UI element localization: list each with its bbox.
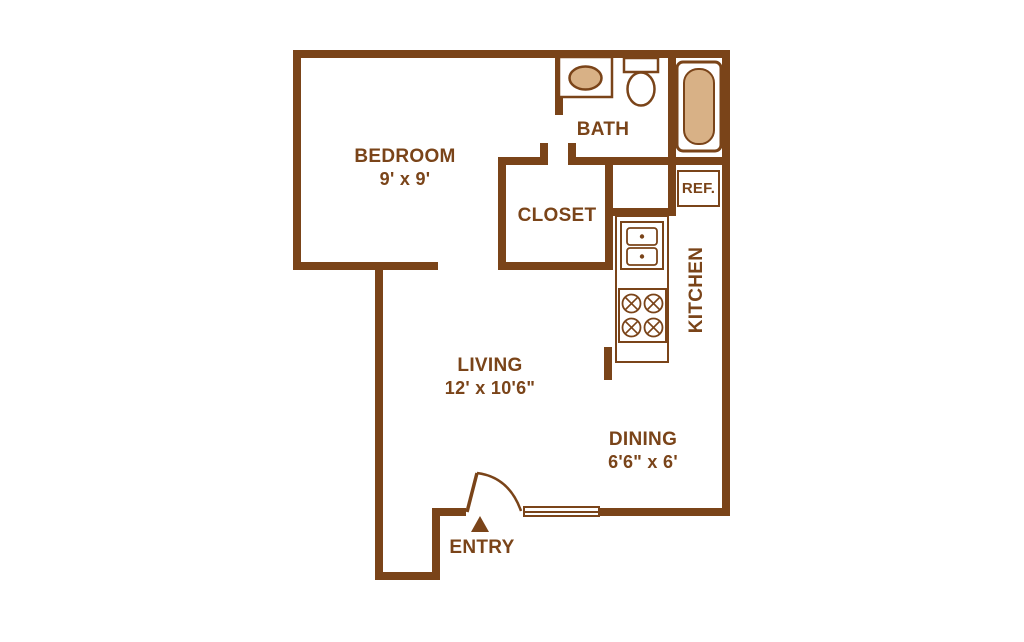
wall-kitchen-top xyxy=(613,208,676,216)
dining-dims: 6'6" x 6' xyxy=(608,452,678,472)
wall-top xyxy=(293,50,730,58)
wall-right xyxy=(722,50,730,516)
wall-bath-bottom-right xyxy=(568,157,730,165)
bath-label: BATH xyxy=(576,119,630,140)
toilet-icon xyxy=(622,56,660,107)
bedroom-label: BEDROOM xyxy=(354,146,456,167)
bathroom-sink-icon xyxy=(557,55,614,99)
wall-closet-bottom xyxy=(498,262,613,270)
refrigerator: REF. xyxy=(677,170,720,207)
wall-living-left xyxy=(375,270,383,580)
wall-bedroom-bath-divider xyxy=(555,58,563,115)
closet-label: CLOSET xyxy=(517,205,597,226)
window xyxy=(523,506,600,517)
wall-entry-nook-bottom xyxy=(375,572,440,580)
door-jamb-right xyxy=(568,143,576,165)
living-label: LIVING xyxy=(457,355,523,376)
entry-label: ENTRY xyxy=(449,537,515,558)
door-jamb-left xyxy=(540,143,548,165)
bedroom-dims: 9' x 9' xyxy=(379,169,431,189)
kitchen-counter xyxy=(615,215,669,363)
wall-bath-tub-divider xyxy=(668,58,676,216)
living-dims: 12' x 10'6" xyxy=(444,378,536,398)
wall-bottom-left xyxy=(432,508,466,516)
entry-door-icon xyxy=(465,471,523,513)
dining-label: DINING xyxy=(608,429,678,450)
wall-closet-left xyxy=(498,157,506,270)
bathtub-icon xyxy=(675,60,723,153)
wall-entry-nook-right xyxy=(432,516,440,580)
refrigerator-label: REF. xyxy=(681,180,716,197)
wall-closet-right xyxy=(605,157,613,270)
kitchen-label: KITCHEN xyxy=(686,246,707,334)
stove-icon xyxy=(618,288,667,343)
entry-marker-icon xyxy=(471,516,489,532)
wall-bedroom-bottom xyxy=(293,262,438,270)
wall-left-bedroom xyxy=(293,50,301,270)
wall-bottom-right xyxy=(600,508,730,516)
wall-kitchen-stub xyxy=(604,347,612,380)
kitchen-sink-icon xyxy=(620,221,664,270)
wall-bath-bottom-left xyxy=(498,157,548,165)
